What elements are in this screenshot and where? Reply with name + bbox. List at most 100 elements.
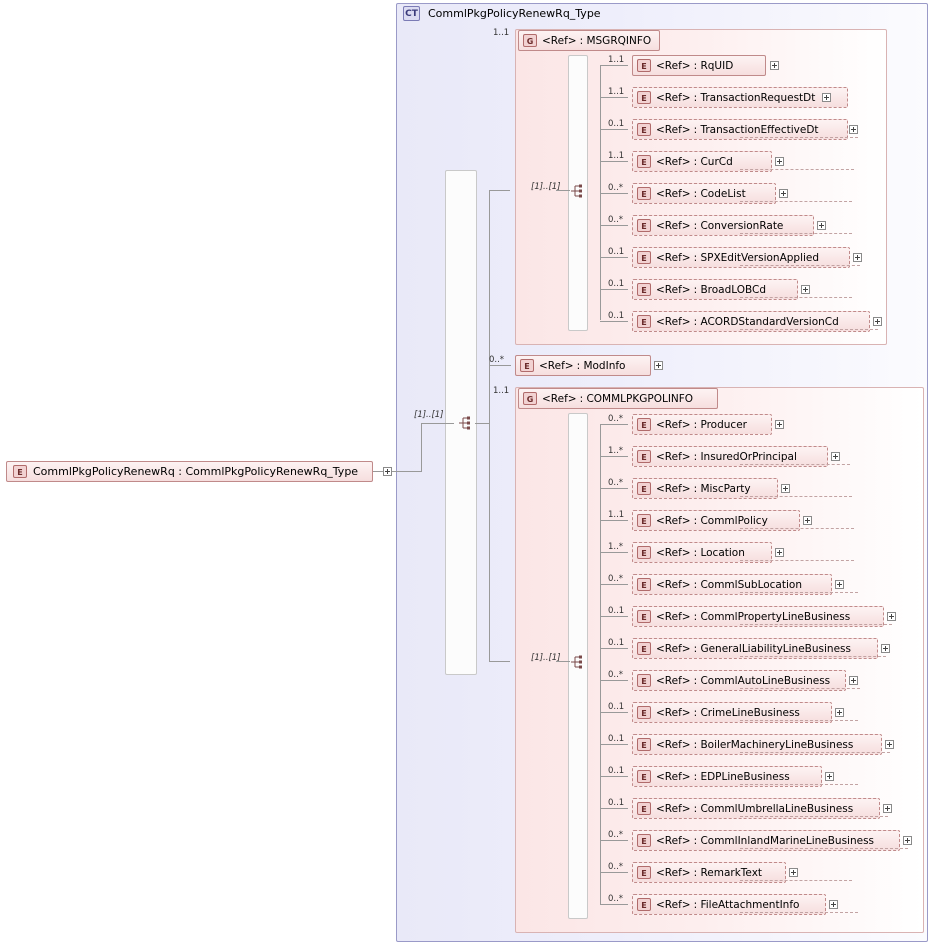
connector bbox=[600, 257, 628, 258]
trailing-line bbox=[740, 169, 854, 170]
trailing-line bbox=[740, 848, 908, 849]
connector bbox=[600, 424, 601, 904]
expand-generalliabilitylinebusiness-icon[interactable] bbox=[881, 644, 890, 653]
element-name-codelist: : CodeList bbox=[693, 187, 746, 200]
ref-label: <Ref> bbox=[656, 674, 691, 687]
element-tag-icon: E bbox=[637, 770, 651, 783]
expand-commlpolicy-icon[interactable] bbox=[803, 516, 812, 525]
element-node-crimelinebusiness[interactable]: E <Ref> : CrimeLineBusiness bbox=[632, 702, 832, 723]
element-tag-icon: E bbox=[637, 578, 651, 591]
ref-label: <Ref> bbox=[656, 770, 691, 783]
connector bbox=[600, 520, 628, 521]
expand-producer-icon[interactable] bbox=[775, 420, 784, 429]
element-tag-icon: E bbox=[637, 546, 651, 559]
element-node-commlautolinebusiness[interactable]: E <Ref> : CommlAutoLineBusiness bbox=[632, 670, 846, 691]
trailing-line bbox=[740, 297, 852, 298]
expand-remarktext-icon[interactable] bbox=[789, 868, 798, 877]
element-node-transactionrequestdt[interactable]: E <Ref> : TransactionRequestDt bbox=[632, 87, 848, 108]
expand-modinfo-icon[interactable] bbox=[654, 361, 663, 370]
element-node-miscparty[interactable]: E <Ref> : MiscParty bbox=[632, 478, 778, 499]
element-node-insuredorprincipal[interactable]: E <Ref> : InsuredOrPrincipal bbox=[632, 446, 828, 467]
sequence-icon-root bbox=[459, 416, 470, 430]
expand-commlinlandmarinelinebusiness-icon[interactable] bbox=[903, 836, 912, 845]
element-name-crimelinebusiness: : CrimeLineBusiness bbox=[693, 706, 800, 719]
expand-curcd-icon[interactable] bbox=[775, 157, 784, 166]
connector bbox=[475, 423, 489, 424]
element-node-producer[interactable]: E <Ref> : Producer bbox=[632, 414, 772, 435]
occurrence-insuredorprincipal: 1..* bbox=[608, 446, 624, 456]
trailing-line bbox=[740, 137, 858, 138]
element-node-conversionrate[interactable]: E <Ref> : ConversionRate bbox=[632, 215, 814, 236]
element-node-modinfo[interactable]: E <Ref> : ModInfo bbox=[515, 355, 651, 376]
root-element-node[interactable]: E CommlPkgPolicyRenewRq : CommlPkgPolicy… bbox=[6, 461, 373, 482]
expand-codelist-icon[interactable] bbox=[779, 189, 788, 198]
occurrence-producer: 0..* bbox=[608, 414, 624, 424]
group-node-commlpkgpolinfo[interactable]: G <Ref> : COMMLPKGPOLINFO bbox=[518, 388, 718, 409]
element-name-acordstandardversioncd: : ACORDStandardVersionCd bbox=[693, 315, 839, 328]
ref-label: <Ref> bbox=[656, 59, 691, 72]
expand-root-icon[interactable] bbox=[383, 467, 392, 476]
element-node-commlpropertylinebusiness[interactable]: E <Ref> : CommlPropertyLineBusiness bbox=[632, 606, 884, 627]
occurrence-conversionrate: 0..* bbox=[608, 215, 624, 225]
element-node-edplinebusiness[interactable]: E <Ref> : EDPLineBusiness bbox=[632, 766, 822, 787]
element-tag-icon: E bbox=[637, 123, 651, 136]
element-node-remarktext[interactable]: E <Ref> : RemarkText bbox=[632, 862, 786, 883]
group-node-msgrqinfo[interactable]: G <Ref> : MSGRQINFO bbox=[518, 30, 660, 51]
element-name-commlpropertylinebusiness: : CommlPropertyLineBusiness bbox=[693, 610, 851, 623]
group-spine-commlpkgpolinfo bbox=[568, 413, 588, 919]
connector bbox=[600, 584, 628, 585]
element-node-generalliabilitylinebusiness[interactable]: E <Ref> : GeneralLiabilityLineBusiness bbox=[632, 638, 878, 659]
element-node-commlpolicy[interactable]: E <Ref> : CommlPolicy bbox=[632, 510, 800, 531]
occurrence-acordstandardversioncd: 0..1 bbox=[608, 311, 625, 321]
element-node-commlinlandmarinelinebusiness[interactable]: E <Ref> : CommlInlandMarineLineBusiness bbox=[632, 830, 900, 851]
element-node-curcd[interactable]: E <Ref> : CurCd bbox=[632, 151, 772, 172]
element-node-commlumbrellalinebusiness[interactable]: E <Ref> : CommlUmbrellaLineBusiness bbox=[632, 798, 880, 819]
element-name-transactionrequestdt: : TransactionRequestDt bbox=[693, 91, 816, 104]
expand-insuredorprincipal-icon[interactable] bbox=[831, 452, 840, 461]
trailing-line bbox=[740, 880, 852, 881]
expand-edplinebusiness-icon[interactable] bbox=[825, 772, 834, 781]
expand-miscparty-icon[interactable] bbox=[781, 484, 790, 493]
occurrence-commlumbrellalinebusiness: 0..1 bbox=[608, 798, 625, 808]
expand-transactioneffectivedt-icon[interactable] bbox=[849, 125, 858, 134]
expand-commlautolinebusiness-icon[interactable] bbox=[849, 676, 858, 685]
expand-boilermachinerylinebusiness-icon[interactable] bbox=[885, 740, 894, 749]
trailing-line bbox=[740, 752, 890, 753]
expand-conversionrate-icon[interactable] bbox=[817, 221, 826, 230]
element-node-codelist[interactable]: E <Ref> : CodeList bbox=[632, 183, 776, 204]
element-node-spxeditversionapplied[interactable]: E <Ref> : SPXEditVersionApplied bbox=[632, 247, 850, 268]
element-tag-icon: E bbox=[637, 642, 651, 655]
element-node-acordstandardversioncd[interactable]: E <Ref> : ACORDStandardVersionCd bbox=[632, 311, 870, 332]
expand-location-icon[interactable] bbox=[775, 548, 784, 557]
expand-transactionrequestdt-icon[interactable] bbox=[822, 93, 831, 102]
ref-label: <Ref> bbox=[656, 610, 691, 623]
expand-fileattachmentinfo-icon[interactable] bbox=[829, 900, 838, 909]
element-node-rquid[interactable]: E <Ref> : RqUID bbox=[632, 55, 766, 76]
element-node-broadlobcd[interactable]: E <Ref> : BroadLOBCd bbox=[632, 279, 798, 300]
expand-rquid-icon[interactable] bbox=[770, 61, 779, 70]
connector bbox=[600, 129, 628, 130]
ref-label: <Ref> bbox=[656, 898, 691, 911]
element-node-commlsublocation[interactable]: E <Ref> : CommlSubLocation bbox=[632, 574, 832, 595]
trailing-line bbox=[740, 720, 858, 721]
expand-broadlobcd-icon[interactable] bbox=[801, 285, 810, 294]
occurrence-transactionrequestdt: 1..1 bbox=[608, 87, 625, 97]
trailing-line bbox=[740, 912, 858, 913]
expand-spxeditversionapplied-icon[interactable] bbox=[853, 253, 862, 262]
connector bbox=[600, 193, 628, 194]
element-node-fileattachmentinfo[interactable]: E <Ref> : FileAttachmentInfo bbox=[632, 894, 826, 915]
occurrence-broadlobcd: 0..1 bbox=[608, 279, 625, 289]
expand-commlpropertylinebusiness-icon[interactable] bbox=[887, 612, 896, 621]
expand-commlumbrellalinebusiness-icon[interactable] bbox=[883, 804, 892, 813]
expand-commlsublocation-icon[interactable] bbox=[835, 580, 844, 589]
element-name-remarktext: : RemarkText bbox=[693, 866, 763, 879]
trailing-line bbox=[740, 233, 852, 234]
element-node-location[interactable]: E <Ref> : Location bbox=[632, 542, 772, 563]
complextype-tag-icon: CT bbox=[403, 6, 420, 21]
expand-crimelinebusiness-icon[interactable] bbox=[835, 708, 844, 717]
occurrence-commlsublocation: 0..* bbox=[608, 574, 624, 584]
element-node-boilermachinerylinebusiness[interactable]: E <Ref> : BoilerMachineryLineBusiness bbox=[632, 734, 882, 755]
element-node-transactioneffectivedt[interactable]: E <Ref> : TransactionEffectiveDt bbox=[632, 119, 848, 140]
expand-acordstandardversioncd-icon[interactable] bbox=[873, 317, 882, 326]
trailing-line bbox=[740, 688, 860, 689]
